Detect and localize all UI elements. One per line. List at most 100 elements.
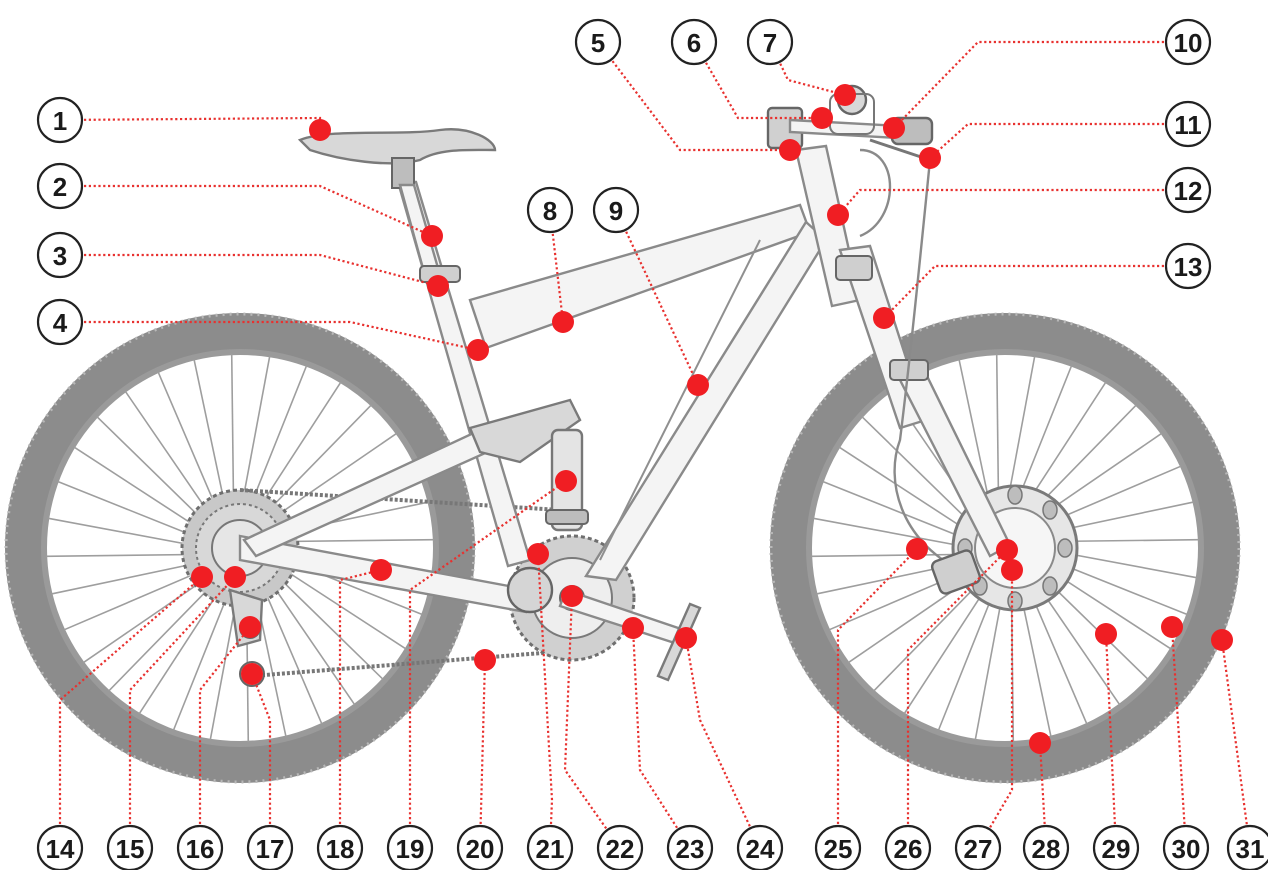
marker-dot-15[interactable] (224, 566, 246, 588)
callout-badge-14[interactable]: 14 (36, 824, 84, 870)
marker-dot-3[interactable] (427, 275, 449, 297)
marker-dot-7[interactable] (834, 84, 856, 106)
badge-ring (36, 162, 84, 210)
marker-dot-2[interactable] (421, 225, 443, 247)
badge-number: 2 (53, 172, 67, 202)
callout-badge-9[interactable]: 9 (592, 186, 640, 234)
badge-ring (36, 96, 84, 144)
badge-number: 25 (824, 834, 853, 864)
callout-badge-30[interactable]: 30 (1162, 824, 1210, 870)
marker-dot-14[interactable] (191, 566, 213, 588)
badge-number: 10 (1174, 28, 1203, 58)
badge-number: 13 (1174, 252, 1203, 282)
marker-dot-29[interactable] (1095, 623, 1117, 645)
callout-badge-4[interactable]: 4 (36, 298, 84, 346)
callout-badge-19[interactable]: 19 (386, 824, 434, 870)
callout-badge-21[interactable]: 21 (526, 824, 574, 870)
callout-badge-5[interactable]: 5 (574, 18, 622, 66)
callout-badge-31[interactable]: 31 (1226, 824, 1268, 870)
marker-dot-26[interactable] (996, 539, 1018, 561)
callout-badge-28[interactable]: 28 (1022, 824, 1070, 870)
callout-badge-25[interactable]: 25 (814, 824, 862, 870)
marker-dot-10[interactable] (883, 117, 905, 139)
badge-ring (746, 18, 794, 66)
callout-badge-3[interactable]: 3 (36, 231, 84, 279)
leader-line-22 (563, 595, 621, 849)
callout-badge-17[interactable]: 17 (246, 824, 294, 870)
callout-badge-12[interactable]: 12 (1164, 166, 1212, 214)
callout-badge-27[interactable]: 27 (954, 824, 1002, 870)
badge-number: 19 (396, 834, 425, 864)
leader-line-14 (58, 576, 203, 848)
callout-badge-1[interactable]: 1 (36, 96, 84, 144)
badge-ring (176, 824, 224, 870)
marker-dot-5[interactable] (779, 139, 801, 161)
callout-badge-22[interactable]: 22 (596, 824, 644, 870)
badge-number: 23 (676, 834, 705, 864)
marker-dot-9[interactable] (687, 374, 709, 396)
callout-badge-11[interactable]: 11 (1164, 100, 1212, 148)
callout-badge-13[interactable]: 13 (1164, 242, 1212, 290)
saddle-assembly (297, 128, 497, 283)
marker-dot-31[interactable] (1211, 629, 1233, 651)
marker-dot-4[interactable] (467, 339, 489, 361)
callout-leaders (58, 40, 1252, 849)
badge-number: 15 (116, 834, 145, 864)
badge-number: 12 (1174, 176, 1203, 206)
badge-number: 5 (591, 28, 605, 58)
marker-dot-6[interactable] (811, 107, 833, 129)
callout-badge-16[interactable]: 16 (176, 824, 224, 870)
leader-line-29 (1104, 633, 1118, 849)
badge-number: 4 (53, 308, 68, 338)
leader-line-5 (597, 41, 790, 152)
marker-dot-12[interactable] (827, 204, 849, 226)
leader-line-25 (836, 548, 918, 848)
marker-dot-19[interactable] (555, 470, 577, 492)
callout-badge-29[interactable]: 29 (1092, 824, 1140, 870)
marker-dot-27[interactable] (1001, 559, 1023, 581)
badge-number: 17 (256, 834, 285, 864)
marker-dot-17[interactable] (241, 663, 263, 685)
callout-badge-2[interactable]: 2 (36, 162, 84, 210)
leader-line-1 (59, 116, 322, 130)
leader-line-28 (1038, 742, 1048, 849)
callout-badge-8[interactable]: 8 (526, 186, 574, 234)
callout-badge-6[interactable]: 6 (670, 18, 718, 66)
callout-badge-23[interactable]: 23 (666, 824, 714, 870)
badge-ring (246, 824, 294, 870)
badge-ring (456, 824, 504, 870)
callout-badge-7[interactable]: 7 (746, 18, 794, 66)
badge-number: 20 (466, 834, 495, 864)
badge-number: 14 (46, 834, 75, 864)
marker-dot-30[interactable] (1161, 616, 1183, 638)
badge-ring (736, 824, 784, 870)
marker-dot-1[interactable] (309, 119, 331, 141)
callout-badge-20[interactable]: 20 (456, 824, 504, 870)
badge-ring (1164, 242, 1212, 290)
marker-dot-20[interactable] (474, 649, 496, 671)
marker-dot-16[interactable] (239, 616, 261, 638)
leader-line-24 (684, 637, 761, 849)
marker-dot-8[interactable] (552, 311, 574, 333)
marker-dot-18[interactable] (370, 559, 392, 581)
callout-badge-10[interactable]: 10 (1164, 18, 1212, 66)
badge-ring (106, 824, 154, 870)
badge-number: 9 (609, 196, 623, 226)
callout-badge-15[interactable]: 15 (106, 824, 154, 870)
marker-dot-11[interactable] (919, 147, 941, 169)
callout-badge-18[interactable]: 18 (316, 824, 364, 870)
marker-dot-24[interactable] (675, 627, 697, 649)
badge-ring (1092, 824, 1140, 870)
badge-number: 8 (543, 196, 557, 226)
marker-dot-13[interactable] (873, 307, 895, 329)
marker-dot-25[interactable] (906, 538, 928, 560)
leader-line-15 (128, 576, 236, 848)
marker-dot-21[interactable] (527, 543, 549, 565)
callout-badge-24[interactable]: 24 (736, 824, 784, 870)
marker-dot-23[interactable] (622, 617, 644, 639)
marker-dot-28[interactable] (1029, 732, 1051, 754)
marker-dot-22[interactable] (561, 585, 583, 607)
callout-badge-26[interactable]: 26 (884, 824, 932, 870)
